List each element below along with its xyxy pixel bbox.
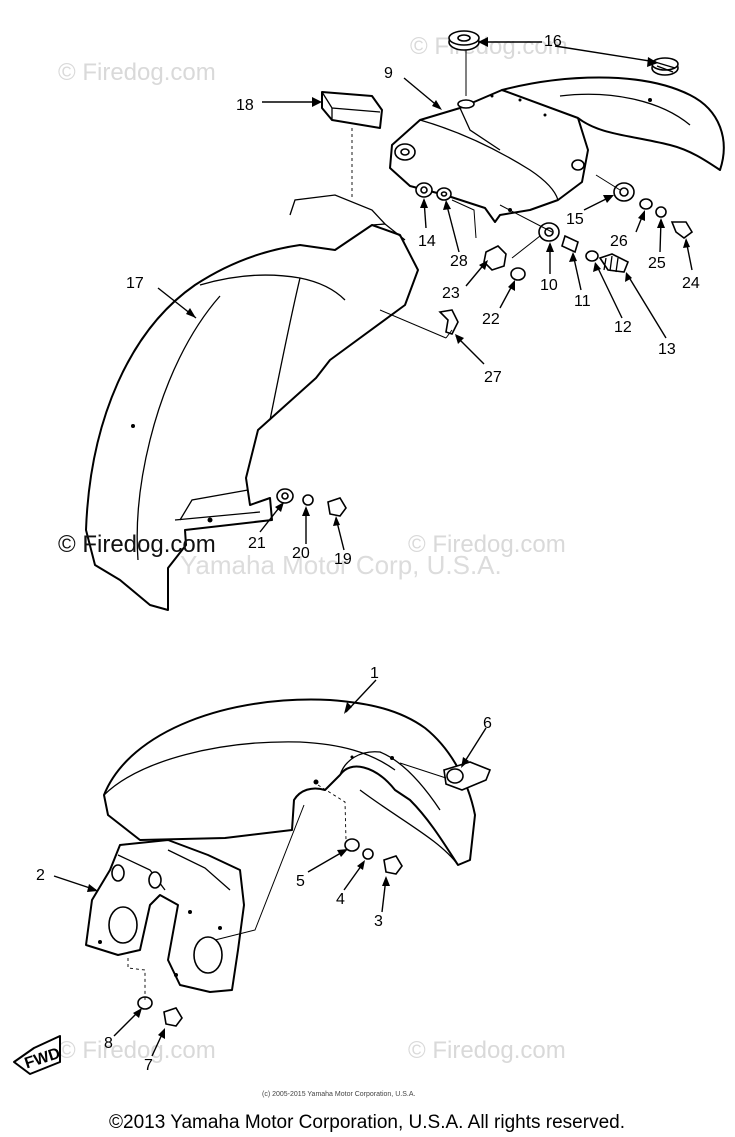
- callout-27: 27: [484, 369, 502, 386]
- watermark-layer: © Firedog.com © Firedog.com © Firedog.co…: [58, 33, 568, 1064]
- callout-20: 20: [292, 545, 310, 562]
- callout-16: 16: [544, 33, 562, 50]
- watermark-text: © Firedog.com: [408, 1037, 566, 1064]
- callout-2: 2: [36, 867, 45, 884]
- callout-4: 4: [336, 891, 345, 908]
- callout-8: 8: [104, 1035, 113, 1052]
- callout-1: 1: [370, 665, 379, 682]
- callout-12: 12: [614, 319, 632, 336]
- watermark-text: © Firedog.com: [408, 531, 566, 558]
- callout-28: 28: [450, 253, 468, 270]
- callout-7: 7: [144, 1057, 153, 1074]
- footer-copyright: ©2013 Yamaha Motor Corporation, U.S.A. A…: [109, 1112, 625, 1133]
- callout-26: 26: [610, 233, 628, 250]
- watermark-text: © Firedog.com: [58, 59, 216, 86]
- callout-22: 22: [482, 311, 500, 328]
- callout-3: 3: [374, 913, 383, 930]
- callout-9: 9: [384, 65, 393, 82]
- grommet-part-16: [448, 30, 679, 76]
- callout-numbers: 1 2 3 4 5 6 7 8 9 10 11 12 13 14 15 16 1…: [36, 33, 700, 1074]
- callout-15: 15: [566, 211, 584, 228]
- callout-25: 25: [648, 255, 666, 272]
- callout-17: 17: [126, 275, 144, 292]
- front-fender-part-1: [103, 698, 476, 866]
- rear-fender-tip: [501, 76, 725, 171]
- watermark-text-dark: © Firedog.com: [58, 531, 216, 558]
- rubber-block-part-18: [321, 91, 383, 129]
- forward-direction-badge: FWD: [13, 1035, 63, 1075]
- callout-10: 10: [540, 277, 558, 294]
- callout-18: 18: [236, 97, 254, 114]
- watermark-text: © Firedog.com: [58, 1037, 216, 1064]
- callout-13: 13: [658, 341, 676, 358]
- callout-5: 5: [296, 873, 305, 890]
- watermark-text: © Firedog.com: [410, 33, 568, 60]
- callout-11: 11: [574, 293, 591, 310]
- hardware-cluster-rear: [276, 182, 694, 517]
- rear-fender-part-17: [85, 194, 419, 611]
- callout-19: 19: [334, 551, 352, 568]
- assembly-lines-rear: [351, 50, 621, 339]
- callout-24: 24: [682, 275, 700, 292]
- callout-6: 6: [483, 715, 492, 732]
- callout-21: 21: [248, 535, 266, 552]
- assembly-lines-front: [127, 762, 447, 1000]
- callout-14: 14: [418, 233, 436, 250]
- callout-23: 23: [442, 285, 460, 302]
- hardware-cluster-front: [137, 761, 492, 1027]
- callout-leaders: [53, 37, 693, 1057]
- front-bracket-part-2: [85, 839, 245, 993]
- watermark-overlay: Yamaha Motor Corp, U.S.A.: [180, 550, 502, 580]
- small-copyright: (c) 2005-2015 Yamaha Motor Corporation, …: [262, 1091, 415, 1098]
